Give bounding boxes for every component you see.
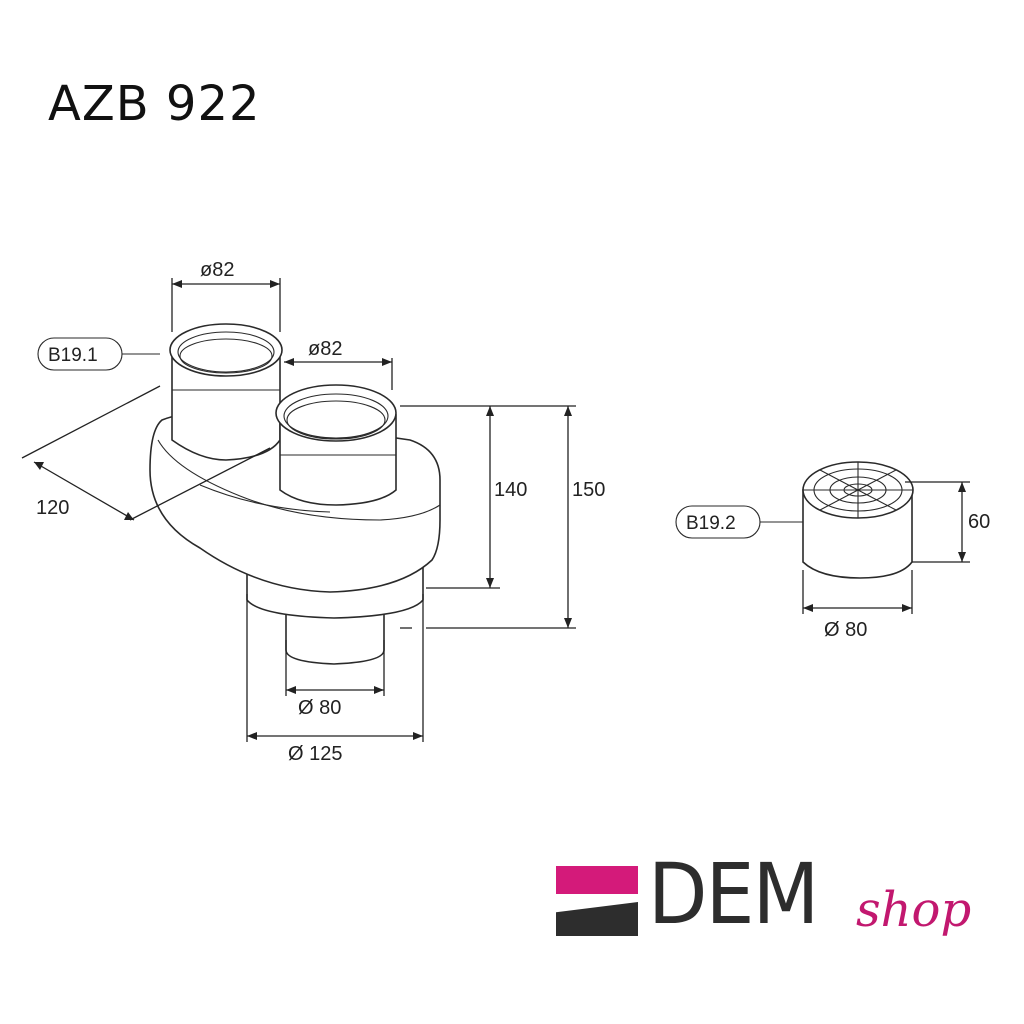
dim-top-diameter-2: ø82 (308, 338, 342, 360)
logo-dark-bar (556, 902, 638, 936)
logo-pink-bar (556, 866, 638, 894)
page-title: AZB 922 (48, 76, 261, 132)
dim-top-diameter-1: ø82 (200, 259, 234, 281)
dim-depth: 120 (36, 497, 69, 519)
logo-brand-text: DEM (648, 845, 819, 943)
callout-b19-1: B19.1 (37, 337, 160, 371)
dimension-lines-main (21, 278, 576, 742)
dim-cap-height: 60 (968, 511, 990, 533)
adapter-body (149, 323, 441, 665)
dim-bottom-inner: Ø 80 (298, 697, 341, 719)
cap-part (802, 461, 914, 579)
logo-suffix-text: shop (856, 882, 972, 938)
dim-cap-diameter: Ø 80 (824, 619, 867, 641)
dim-bottom-outer: Ø 125 (288, 743, 342, 765)
dim-height-inner: 140 (494, 479, 527, 501)
callout-b19-2: B19.2 (675, 505, 803, 539)
callout-b19-1-label: B19.1 (48, 345, 98, 366)
dem-shop-logo: DEM shop (556, 852, 1006, 948)
dim-height-outer: 150 (572, 479, 605, 501)
dimension-lines-cap (802, 481, 970, 614)
callout-b19-2-label: B19.2 (686, 513, 736, 534)
